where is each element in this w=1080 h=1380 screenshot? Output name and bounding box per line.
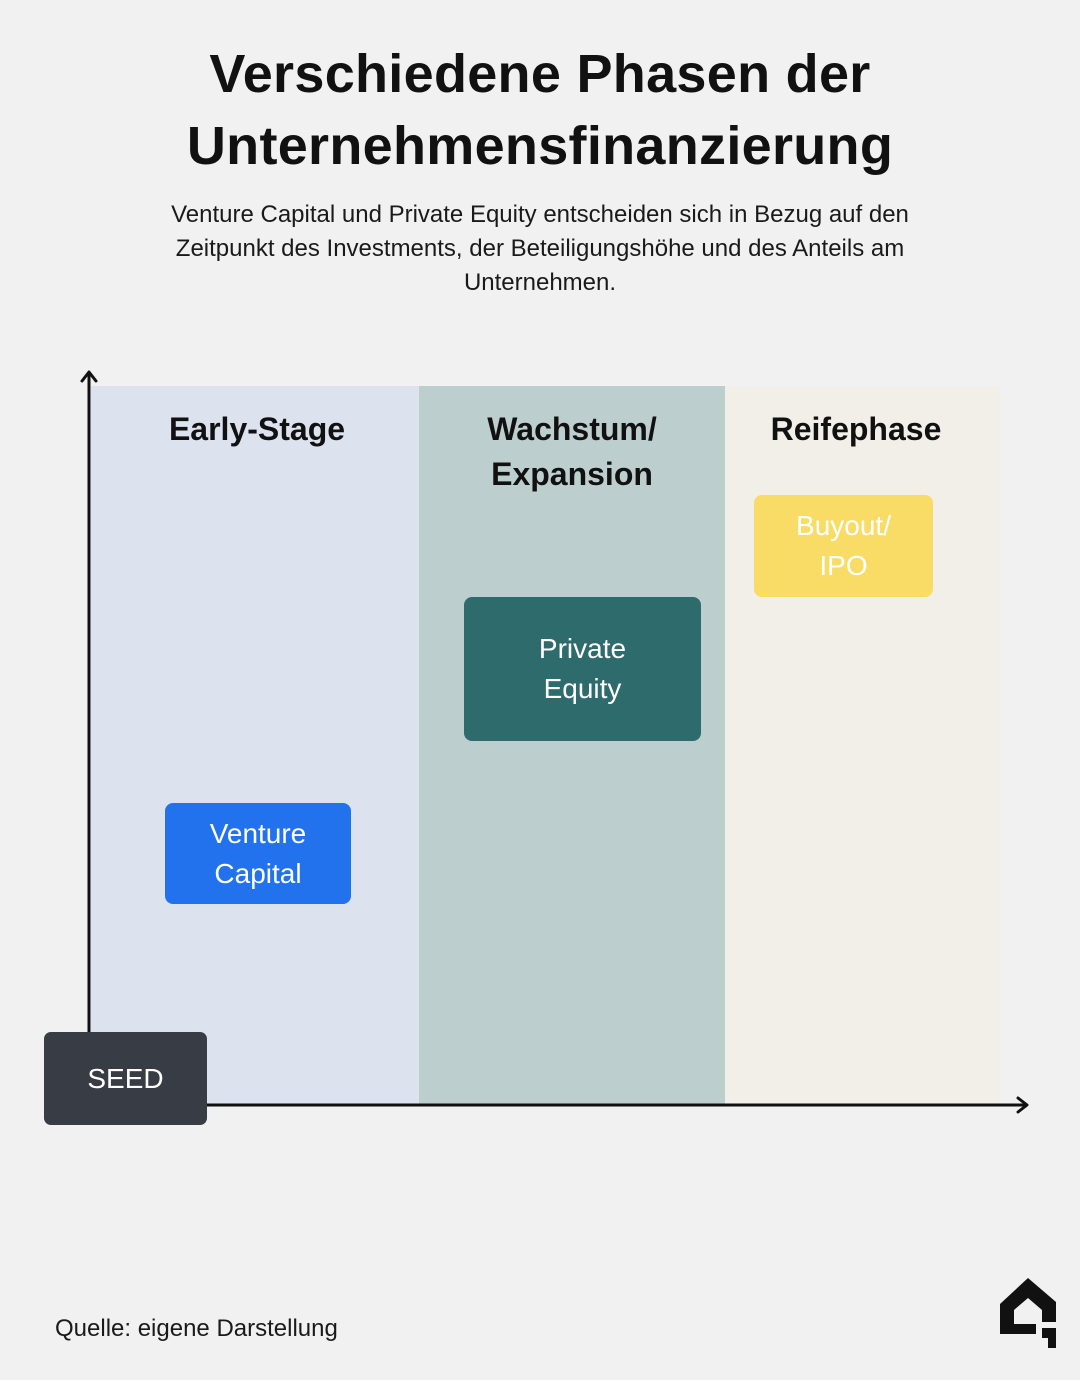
phase-column-maturity [725, 386, 1000, 1105]
private-equity-box: Private Equity [464, 597, 701, 741]
page-title: Verschiedene Phasen der Unternehmensfina… [186, 44, 894, 176]
buyout-ipo-box: Buyout/ IPO [754, 495, 933, 597]
phase-heading-early-stage: Early-Stage [168, 411, 346, 447]
x-axis-arrow-icon [1016, 1096, 1029, 1114]
y-axis-arrow-icon [80, 370, 98, 383]
phase-column-early-stage [91, 386, 419, 1105]
venture-capital-box: Venture Capital [165, 803, 351, 904]
source-note: Quelle: eigene Darstellung [55, 1315, 338, 1342]
phase-heading-growth-expansion: Wachstum/ Expansion [487, 411, 657, 492]
house-logo-icon [1000, 1278, 1056, 1348]
phase-column-growth-expansion [419, 386, 725, 1105]
phase-heading-maturity: Reifephase [770, 411, 942, 447]
seed-box: SEED [44, 1032, 207, 1125]
page-subtitle: Venture Capital und Private Equity entsc… [171, 201, 909, 296]
